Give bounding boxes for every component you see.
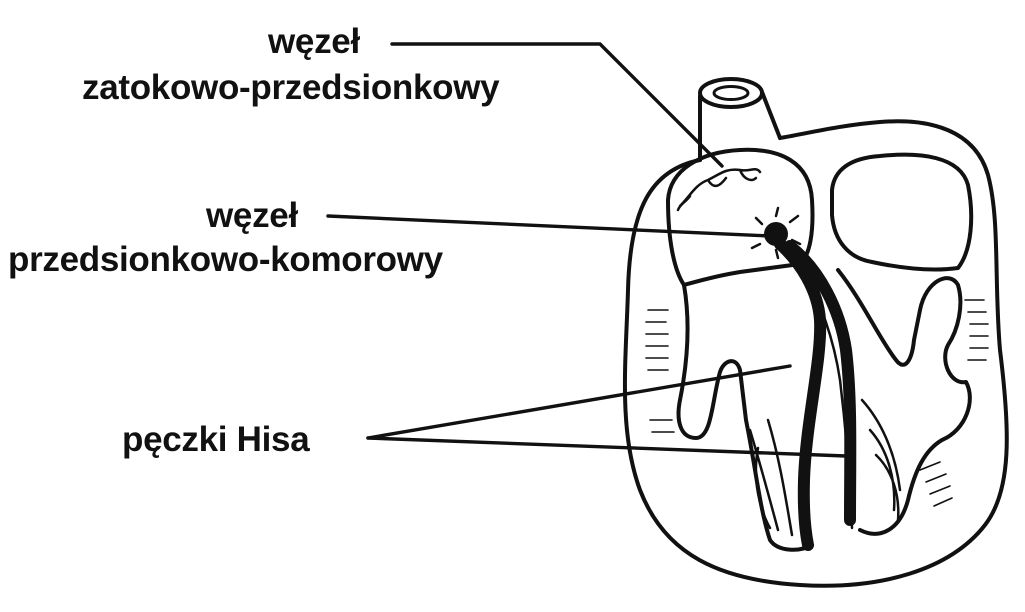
right-ventricle xyxy=(676,283,814,552)
wall-hatching xyxy=(645,299,989,507)
his-bundle-right-branch xyxy=(784,240,857,526)
right-atrium xyxy=(666,147,815,287)
trabeculae-right xyxy=(748,418,794,537)
trabeculae-left xyxy=(860,398,902,522)
left-ventricle xyxy=(836,268,972,536)
sa-node-label-line1: węzeł xyxy=(268,22,360,61)
his-bundle-leader-lower xyxy=(366,436,848,458)
av-node-label-line2: przedsionkowo-komorowy xyxy=(8,240,443,279)
his-bundle-left-branch xyxy=(774,238,827,551)
av-node-leader xyxy=(326,214,772,238)
his-bundle-label: pęczki Hisa xyxy=(122,420,310,459)
heart-outline xyxy=(622,119,1009,588)
sa-node-label-line2: zatokowo-przedsionkowy xyxy=(82,68,500,107)
vessel-trunk xyxy=(698,90,782,162)
his-bundle-leader-upper xyxy=(366,364,792,440)
vessel-opening-inner xyxy=(712,85,750,101)
av-node-label-line1: węzeł xyxy=(206,196,298,235)
vessel-opening-outer xyxy=(698,77,764,109)
sa-node-marker xyxy=(676,168,762,212)
left-atrium xyxy=(830,152,974,272)
sa-node-leader xyxy=(390,42,724,168)
av-node-spikes xyxy=(750,206,802,260)
